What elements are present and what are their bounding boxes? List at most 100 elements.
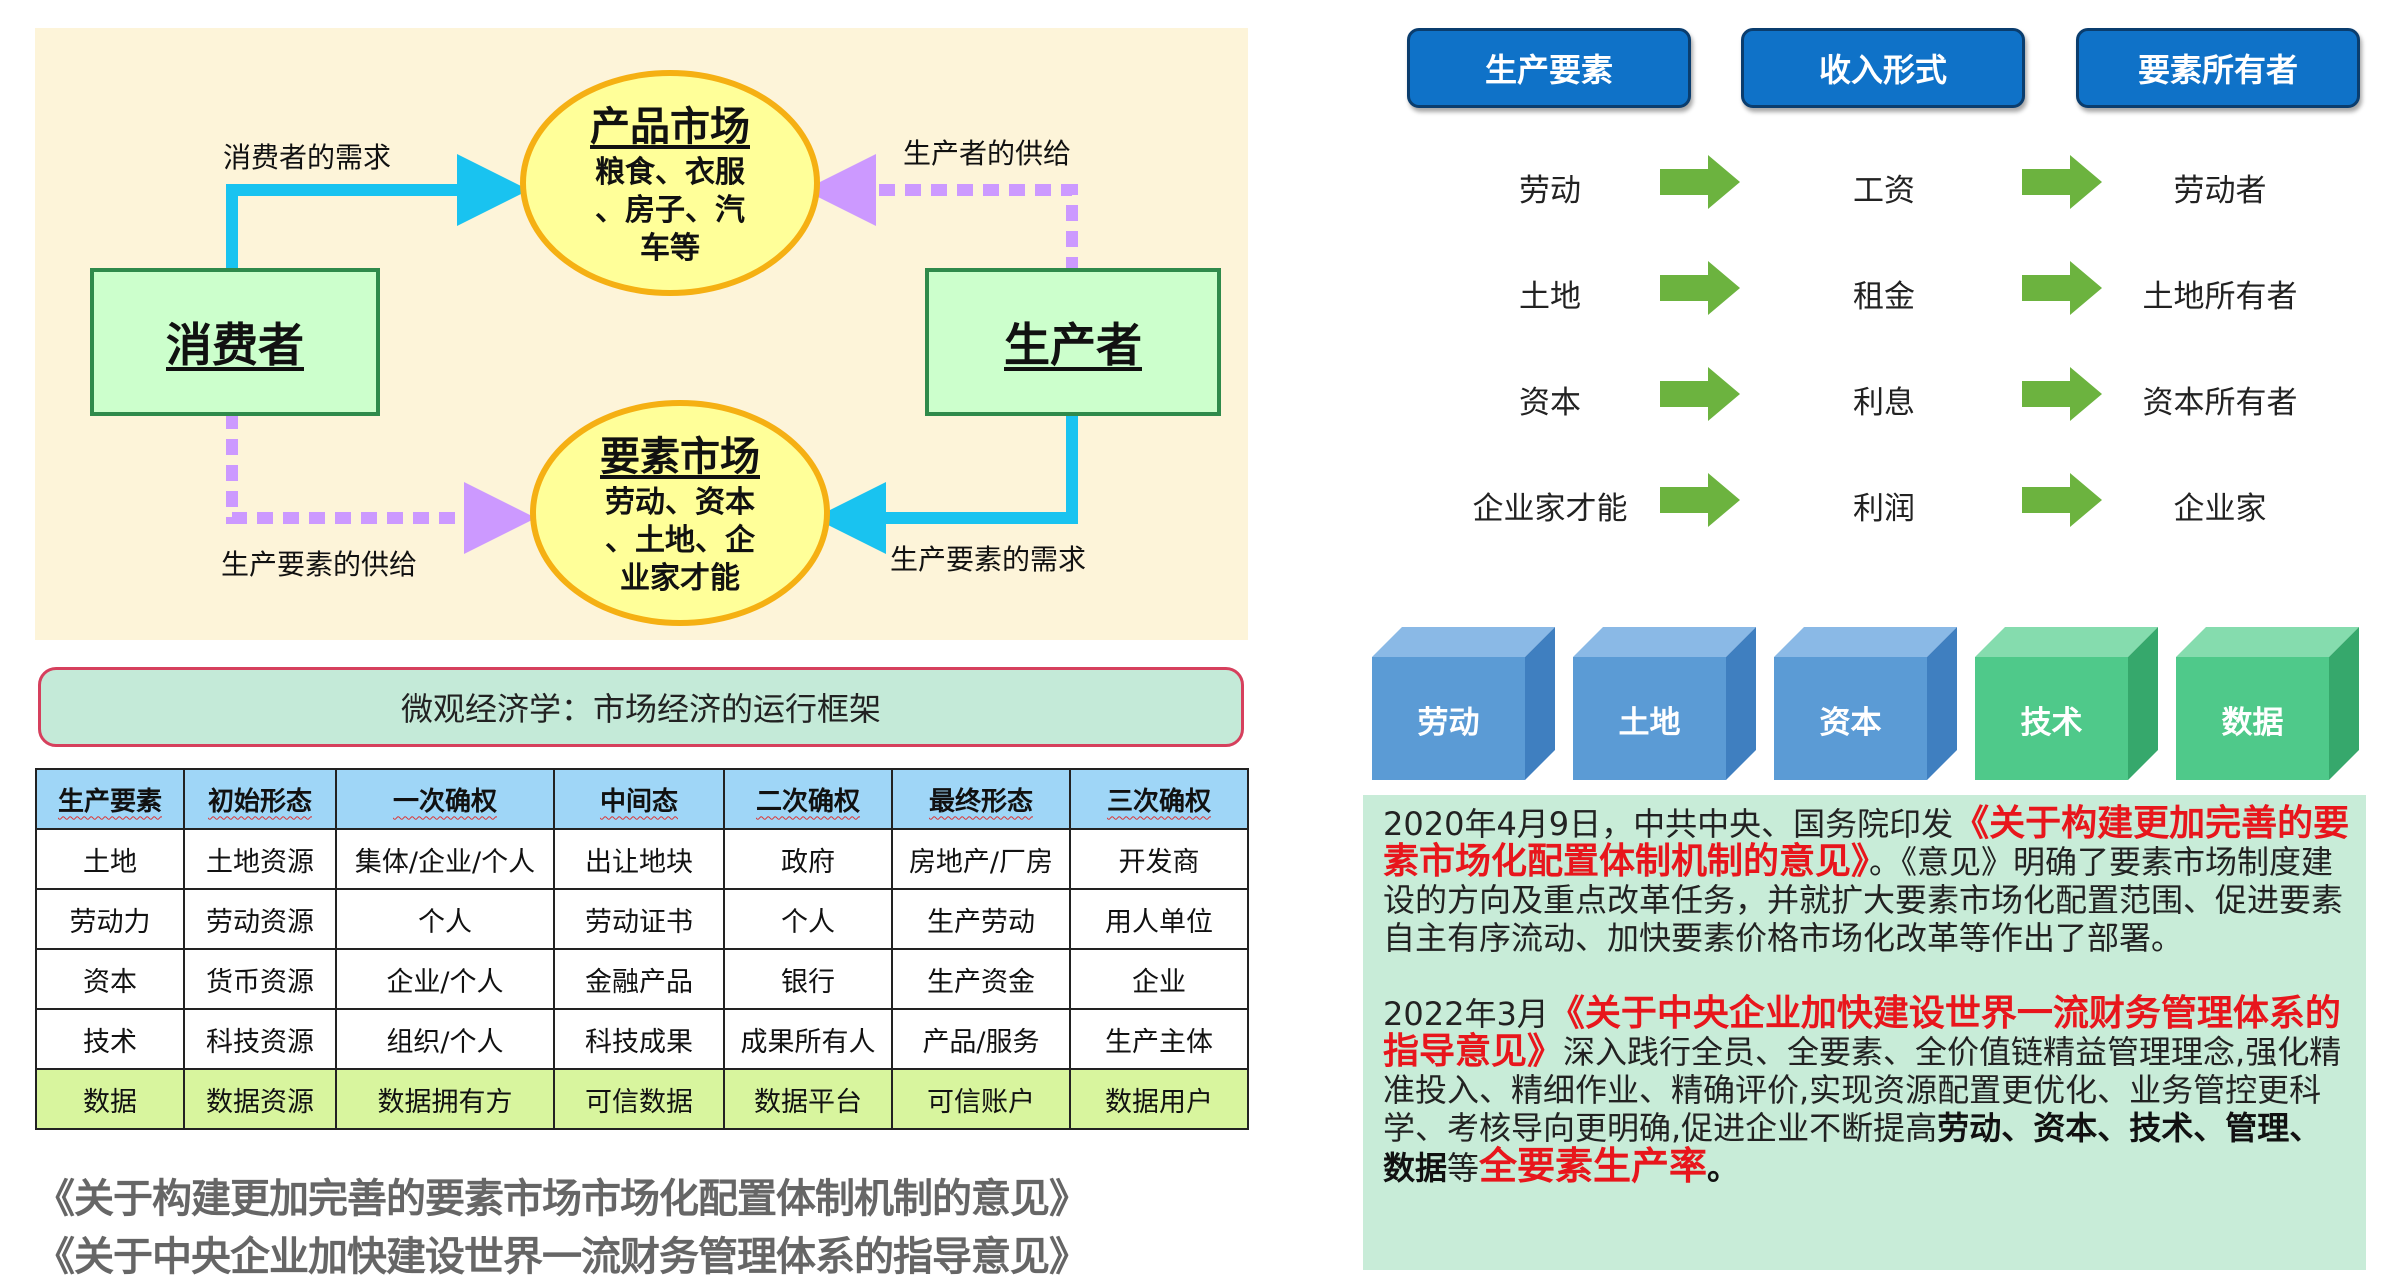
income-cell: 利息	[1853, 385, 1915, 421]
table-header-cell: 一次确权	[335, 768, 555, 830]
factor-cell: 资本	[1519, 385, 1581, 421]
green-arrow-icon	[2022, 367, 2102, 421]
green-arrow-icon	[1660, 473, 1740, 527]
cube-label: 资本	[1819, 705, 1882, 741]
cube-labor: 劳动	[1372, 627, 1555, 780]
table-cell: 可信数据	[553, 1068, 725, 1130]
factor-supply-arrow	[226, 413, 536, 554]
producer-supply-arrow	[804, 154, 1078, 273]
product-market-circle: 产品市场 粮食、衣服 、房子、汽 车等	[520, 70, 820, 296]
cube-land: 土地	[1573, 627, 1756, 780]
table-header-cell: 最终形态	[891, 768, 1071, 830]
table-row: 资本 货币资源 企业/个人 金融产品 银行 生产资金 企业	[35, 948, 1249, 1010]
table-cell: 技术	[35, 1008, 185, 1070]
factor-demand-arrow	[814, 413, 1078, 554]
factor-cell: 劳动	[1519, 173, 1581, 209]
green-arrow-icon	[1660, 155, 1740, 209]
cube-label: 土地	[1618, 705, 1681, 741]
owner-cell: 土地所有者	[2142, 279, 2298, 315]
green-arrow-icon	[1660, 367, 1740, 421]
table-cell: 数据资源	[183, 1068, 337, 1130]
policy-paragraph-2: 2022年3月《关于中央企业加快建设世界一流财务管理体系的指导意见》深入践行全员…	[1383, 993, 2352, 1188]
table-row: 劳动力 劳动资源 个人 劳动证书 个人 生产劳动 用人单位	[35, 888, 1249, 950]
p1-date: 2020年4月9日，中共中央、国务院印发	[1383, 805, 1954, 843]
p2-date: 2022年3月	[1383, 995, 1549, 1033]
table-cell: 用人单位	[1069, 888, 1249, 950]
producer-box: 生产者	[925, 268, 1221, 416]
table-header-row: 生产要素 初始形态 一次确权 中间态 二次确权 最终形态 三次确权	[35, 768, 1249, 830]
table-cell: 劳动证书	[553, 888, 725, 950]
header-income: 收入形式	[1741, 28, 2025, 108]
p2-title: 《关于中央企业加快建设世界一流财务管理体系的指导意见》	[1383, 993, 2341, 1072]
product-market-line-3: 车等	[640, 231, 700, 266]
income-cell: 租金	[1853, 279, 1915, 315]
cube-data: 数据	[2176, 627, 2359, 780]
factor-supply-label: 生产要素的供给	[221, 548, 418, 581]
table-cell: 土地资源	[183, 828, 337, 890]
producer-supply-label: 生产者的供给	[903, 137, 1072, 170]
factor-market-line-1: 劳动、资本	[605, 485, 755, 520]
table-cell: 产品/服务	[891, 1008, 1071, 1070]
consumer-demand-arrow	[226, 154, 529, 273]
table-cell: 数据	[35, 1068, 185, 1130]
owner-cell: 企业家	[2173, 491, 2267, 527]
rights-table: 生产要素 初始形态 一次确权 中间态 二次确权 最终形态 三次确权 土地 土地资…	[35, 768, 1249, 1130]
factor-market-line-2: 、土地、企	[605, 523, 755, 558]
table-cell: 出让地块	[553, 828, 725, 890]
table-header-cell: 初始形态	[183, 768, 337, 830]
cube-label: 劳动	[1417, 705, 1480, 741]
table-cell: 数据平台	[723, 1068, 893, 1130]
product-market-title: 产品市场	[590, 104, 750, 150]
table-cell: 成果所有人	[723, 1008, 893, 1070]
table-cell: 房地产/厂房	[891, 828, 1071, 890]
table-header-cell: 三次确权	[1069, 768, 1249, 830]
table-header-cell: 生产要素	[35, 768, 185, 830]
p2-tail: 。	[1707, 1149, 1740, 1187]
table-cell: 数据拥有方	[335, 1068, 555, 1130]
table-row: 技术 科技资源 组织/个人 科技成果 成果所有人 产品/服务 生产主体	[35, 1008, 1249, 1070]
table-cell: 集体/企业/个人	[335, 828, 555, 890]
factor-cell: 企业家才能	[1472, 491, 1628, 527]
p2-mid: 等	[1447, 1149, 1480, 1187]
policy-text-panel: 2020年4月9日，中共中央、国务院印发《关于构建更加完善的要素市场化配置体制机…	[1363, 795, 2366, 1270]
table-cell: 生产主体	[1069, 1008, 1249, 1070]
table-cell: 资本	[35, 948, 185, 1010]
table-cell: 可信账户	[891, 1068, 1071, 1130]
header-factors: 生产要素	[1407, 28, 1691, 108]
p2-body: 深入践行全员、全要素、全价值链精益管理理念,强化精准投入、精细作业、精确评价,实…	[1383, 1033, 2342, 1147]
factor-market-line-3: 业家才能	[620, 561, 740, 596]
table-cell: 数据用户	[1069, 1068, 1249, 1130]
table-cell: 银行	[723, 948, 893, 1010]
table-cell: 生产资金	[891, 948, 1071, 1010]
table-cell: 科技成果	[553, 1008, 725, 1070]
circular-flow-diagram: 消费者 生产者 产品市场 粮食、衣服 、房子、汽 车等 要素市场 劳动、资本 、…	[35, 28, 1248, 640]
p2-end: 全要素生产率	[1479, 1144, 1708, 1188]
table-cell: 组织/个人	[335, 1008, 555, 1070]
green-arrow-icon	[2022, 261, 2102, 315]
table-cell: 货币资源	[183, 948, 337, 1010]
table-cell: 个人	[723, 888, 893, 950]
flow-arrows	[226, 154, 1078, 554]
framework-caption: 微观经济学：市场经济的运行框架	[38, 667, 1244, 747]
table-header-cell: 中间态	[553, 768, 725, 830]
cube-technology: 技术	[1975, 627, 2158, 780]
factor-demand-label: 生产要素的需求	[890, 543, 1087, 576]
header-owners: 要素所有者	[2076, 28, 2360, 108]
product-market-line-2: 、房子、汽	[595, 193, 745, 228]
cube-label: 技术	[2020, 705, 2083, 741]
table-cell: 科技资源	[183, 1008, 337, 1070]
factor-market-circle: 要素市场 劳动、资本 、土地、企 业家才能	[530, 400, 830, 626]
owner-cell: 劳动者	[2173, 173, 2267, 209]
table-row: 土地 土地资源 集体/企业/个人 出让地块 政府 房地产/厂房 开发商	[35, 828, 1249, 890]
green-arrow-icon	[1660, 261, 1740, 315]
green-arrow-icon	[2022, 155, 2102, 209]
factor-cell: 土地	[1519, 279, 1581, 315]
policy-paragraph-1: 2020年4月9日，中共中央、国务院印发《关于构建更加完善的要素市场化配置体制机…	[1383, 805, 2352, 958]
p1-body: 。《意见》明确了要素市场制度建设的方向及重点改革任务，并就扩大要素市场化配置范围…	[1383, 843, 2344, 957]
cube-label: 数据	[2221, 705, 2284, 741]
cube-capital: 资本	[1774, 627, 1957, 780]
factor-market-title: 要素市场	[600, 434, 760, 480]
table-cell: 生产劳动	[891, 888, 1071, 950]
table-row-highlight: 数据 数据资源 数据拥有方 可信数据 数据平台 可信账户 数据用户	[35, 1068, 1249, 1130]
policy-title-1: 《关于构建更加完善的要素市场市场化配置体制机制的意见》	[35, 1176, 1089, 1222]
